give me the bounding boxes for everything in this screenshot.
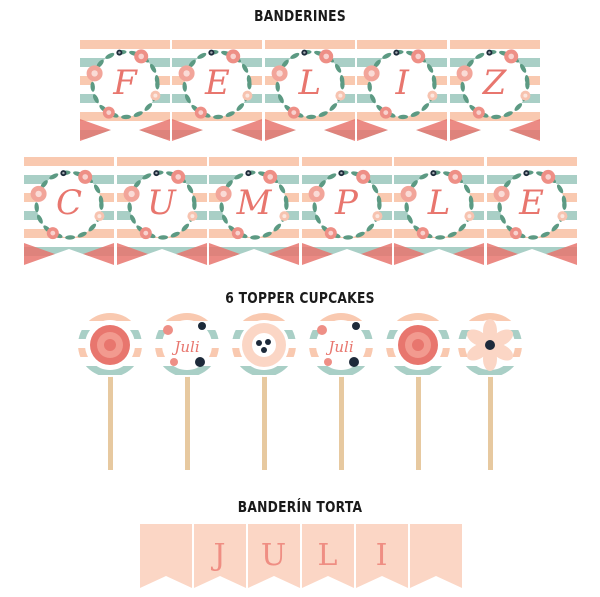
feliz-letter-1: E [204, 62, 230, 103]
cupcake-topper-1: Juli [154, 312, 220, 476]
cumple-letter-2: M [236, 183, 272, 223]
torta-title: BANDERÍN TORTA [237, 498, 363, 516]
feliz-flag-0: F [80, 40, 170, 141]
cake-flag-5 [410, 524, 462, 592]
feliz-flag-4: Z [449, 40, 540, 141]
cake-flag-1: J [194, 524, 246, 592]
feliz-flag-2: L [264, 40, 355, 141]
cumple-flag-2: M [209, 157, 299, 265]
banderines-title: BANDERINES [254, 7, 346, 25]
cake-flag-0 [140, 524, 192, 592]
cumple-letter-4: L [427, 183, 451, 223]
cake-letter-1: U [260, 538, 288, 573]
cake-letter-3: I [375, 538, 389, 573]
cumple-letter-5: E [519, 183, 544, 223]
cumple-letter-0: C [55, 183, 82, 223]
cake-flag-3: L [302, 524, 354, 592]
toppers-title: 6 TOPPER CUPCAKES [225, 289, 375, 307]
cumple-flag-3: P [301, 157, 392, 265]
cumple-letter-1: U [147, 183, 176, 223]
cake-flag-4: I [356, 524, 408, 592]
topper-name-3: Juli [328, 338, 354, 356]
cumple-flag-4: L [394, 157, 484, 265]
topper-name-1: Juli [174, 338, 200, 356]
cupcake-topper-5 [457, 312, 523, 476]
feliz-flag-3: I [357, 40, 448, 141]
cupcake-topper-4 [385, 312, 451, 476]
feliz-letter-4: Z [482, 62, 507, 103]
cumple-letter-3: P [335, 183, 358, 223]
feliz-letter-2: L [298, 62, 322, 103]
cupcake-topper-3: Juli [308, 312, 374, 476]
feliz-letter-0: F [113, 62, 137, 103]
cake-letter-2: L [317, 538, 339, 573]
cupcake-topper-0 [77, 312, 143, 476]
feliz-letter-3: I [395, 62, 409, 103]
feliz-flag-1: E [172, 40, 263, 141]
cake-flag-2: U [248, 524, 300, 592]
cumple-flag-1: U [116, 157, 207, 265]
cumple-flag-5: E [486, 157, 577, 265]
cake-letter-0: J [213, 538, 227, 573]
cumple-flag-0: C [24, 157, 114, 265]
cupcake-topper-2 [231, 312, 297, 476]
